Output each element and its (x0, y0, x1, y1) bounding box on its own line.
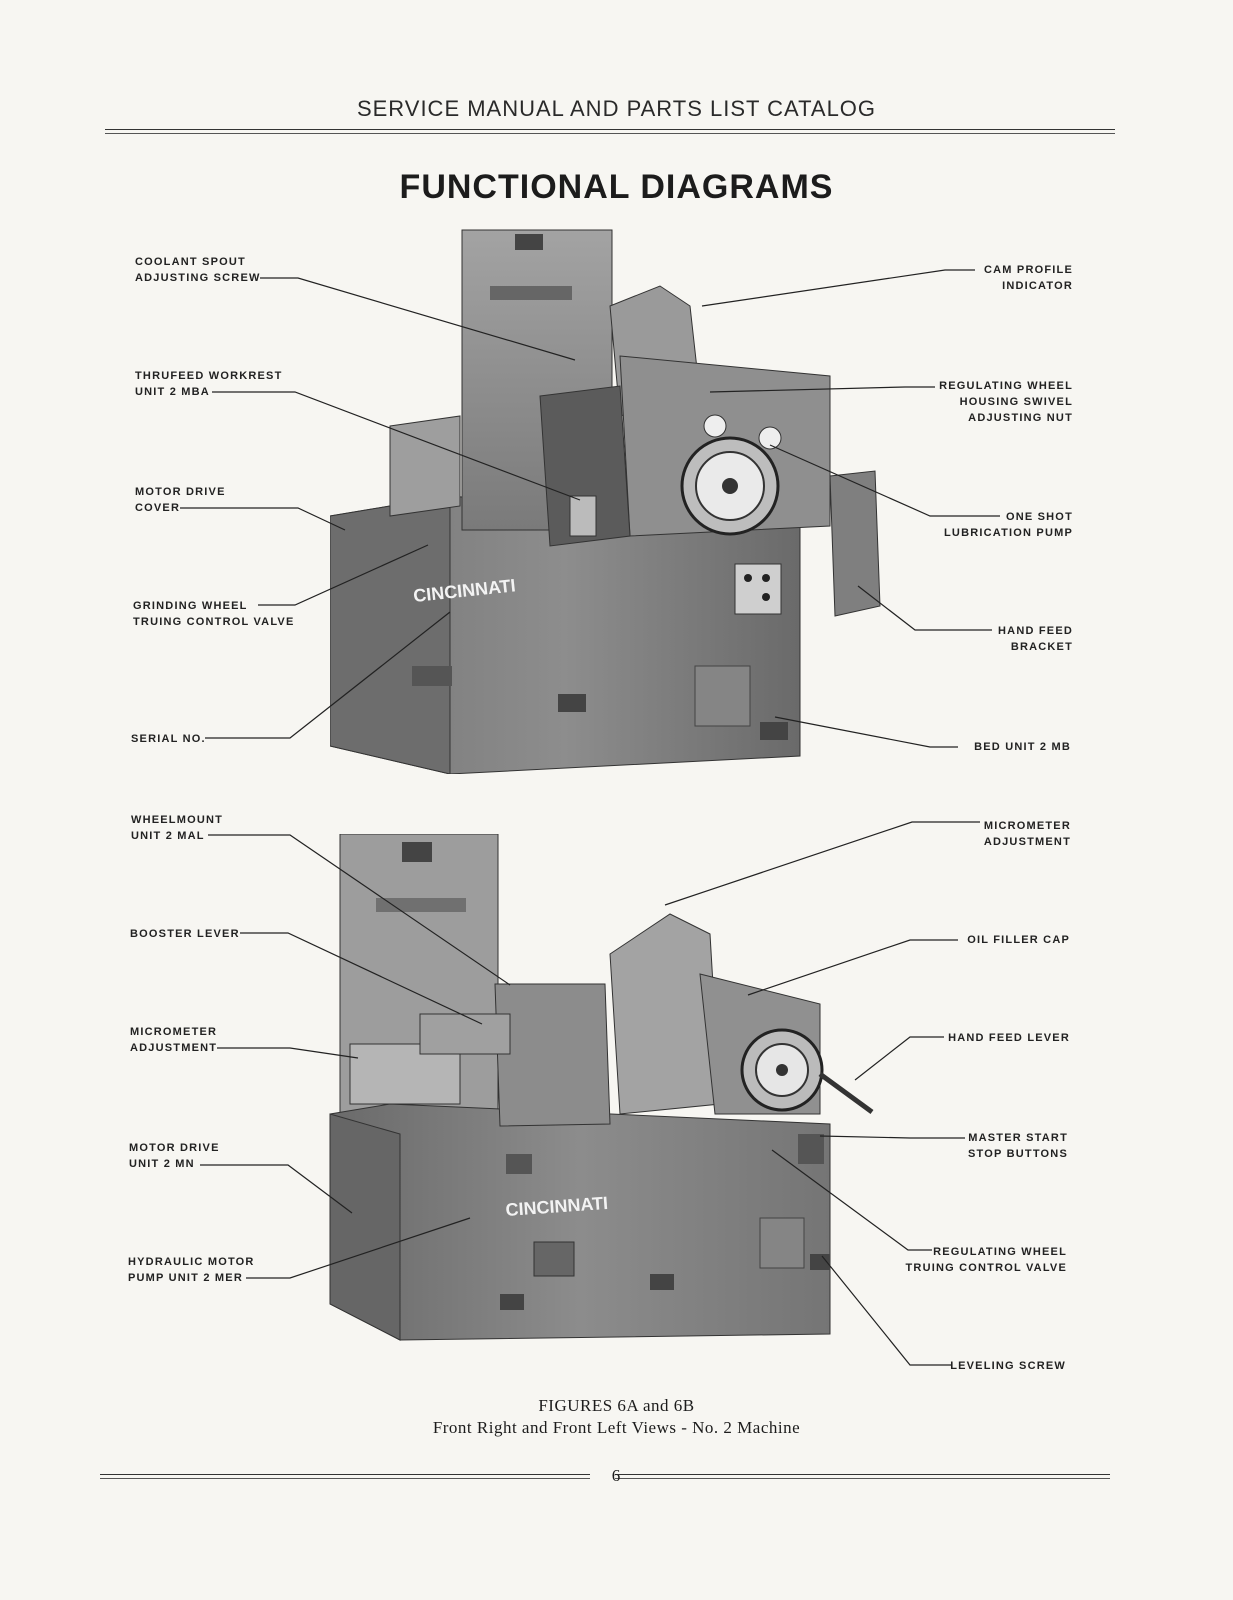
leader-wheelmount (208, 834, 511, 986)
leader-oil-filler (747, 939, 958, 996)
header-rule (105, 129, 1115, 130)
footer-rule-left-thin (100, 1478, 590, 1479)
figure-6a-photo: CINCINNATI (330, 229, 881, 774)
figure-6b-photo: CINCINNATI (329, 834, 874, 1341)
label-serial-no: SERIAL NO. (131, 733, 206, 745)
leader-hand-feed-lever (854, 1036, 944, 1081)
footer-rule-right (615, 1474, 1110, 1475)
leader-micrometer-left (217, 1047, 359, 1059)
header-rule-thin (105, 133, 1115, 134)
leader-leveling-screw (821, 1255, 952, 1366)
figure-caption-title: FIGURES 6A and 6B (538, 1396, 695, 1415)
leader-motor-drive-unit (200, 1164, 353, 1214)
label-oil-filler-cap: OIL FILLER CAP (967, 934, 1070, 946)
leader-cam-profile (701, 269, 975, 307)
footer-rule-right-thin (615, 1478, 1110, 1479)
leader-one-shot (769, 444, 1000, 517)
leader-micrometer-right (664, 821, 980, 906)
label-hand-feed-lever: HAND FEED LEVER (948, 1032, 1070, 1044)
label-booster-lever: BOOSTER LEVER (130, 928, 240, 940)
label-leveling-screw: LEVELING SCREW (950, 1360, 1066, 1372)
page-number: 6 (611, 1466, 621, 1485)
leader-serial-no (205, 611, 451, 739)
leader-regulating-housing (709, 386, 935, 393)
leader-master-start (819, 1135, 965, 1139)
leader-bed-unit (774, 716, 958, 748)
label-bed-unit: BED UNIT 2 MB (974, 741, 1071, 753)
leader-hydraulic-pump (246, 1217, 471, 1279)
leader-coolant-spout (260, 277, 576, 361)
figure-caption-subtitle: Front Right and Front Left Views - No. 2… (432, 1418, 801, 1437)
leader-grinding-wheel-valve (258, 544, 429, 606)
leader-motor-drive-cover (180, 507, 346, 531)
leader-regulating-valve (771, 1149, 932, 1251)
page-title: FUNCTIONAL DIAGRAMS (399, 168, 834, 206)
leader-booster-lever (240, 932, 483, 1025)
footer-rule-left (100, 1474, 590, 1475)
leader-thrufeed-workrest (212, 391, 581, 501)
leader-hand-feed-bracket (857, 585, 992, 631)
running-header: SERVICE MANUAL AND PARTS LIST CATALOG (356, 96, 877, 121)
